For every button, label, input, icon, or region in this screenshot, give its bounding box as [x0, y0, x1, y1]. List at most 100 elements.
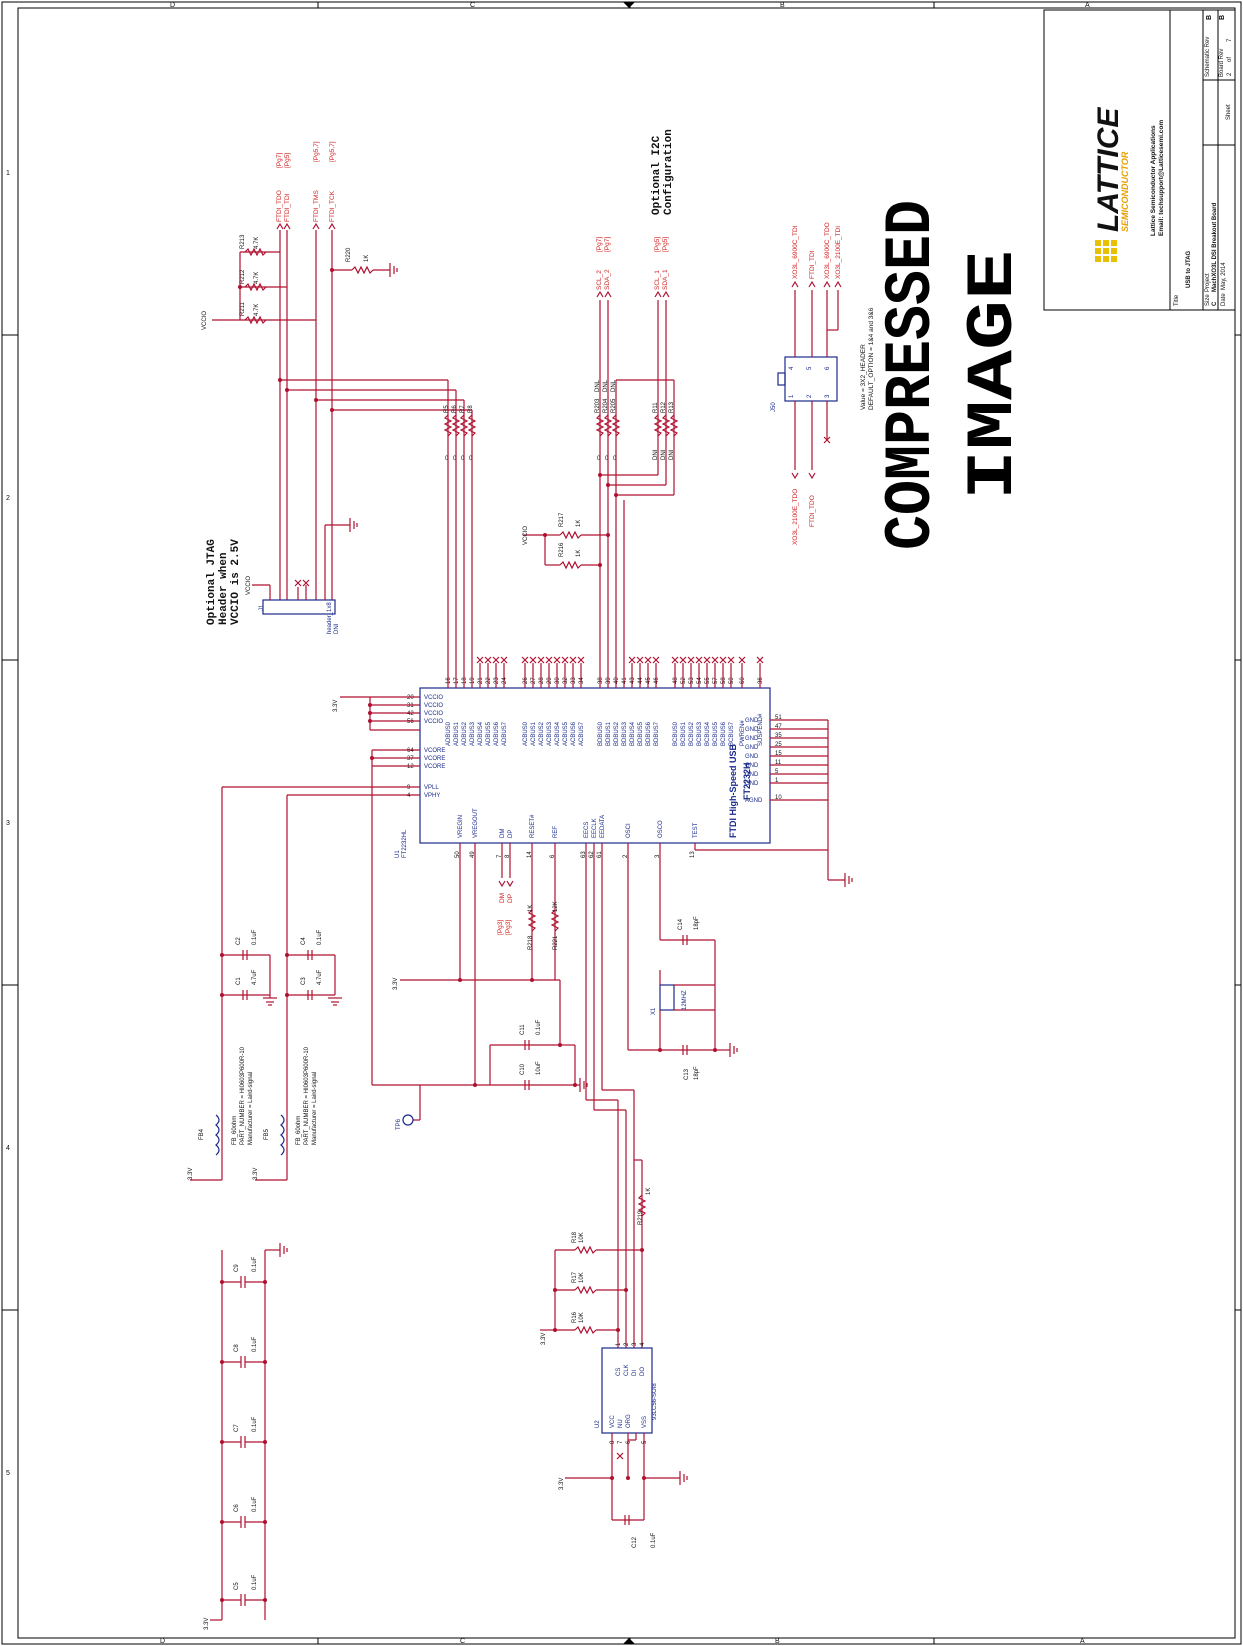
- eeprom-u2: U2 93LC56-SOI8 VCC8NU7ORG6VSS5CS1CLK2DI3…: [540, 1231, 688, 1548]
- pgref-tdo: [Pg7]: [276, 153, 283, 168]
- ic-pin-name: BCBUS3: [697, 721, 703, 746]
- ic-pin-number: 45: [646, 677, 652, 684]
- i2c-note-2: Configuration: [663, 129, 675, 215]
- j50-pin-3: 3: [825, 394, 831, 398]
- pgref-scl1: [Pg5]: [654, 237, 661, 252]
- net-ftdi-tdo-j50: FTDI_TDO: [809, 495, 816, 527]
- ic-pin-number: 50: [455, 851, 461, 858]
- watermark-line-1: COMPRESSED: [874, 200, 949, 550]
- ic-pin-number: 52: [681, 677, 687, 684]
- ic-pin-name: ADBUS2: [462, 721, 468, 746]
- no-connect-x: [561, 656, 569, 664]
- ic-pin-name: ADBUS4: [478, 721, 484, 746]
- no-connect-x: [644, 656, 652, 664]
- r212-value: 4.7K: [254, 272, 260, 284]
- ic-pin-name: GND: [745, 718, 759, 724]
- ic-pin-number: 57: [713, 677, 719, 684]
- no-connect-x: [679, 656, 687, 664]
- ic-pin-number: 61: [597, 851, 603, 858]
- r205-dnl: DNL: [611, 379, 617, 392]
- ic-pin-number: 5: [775, 769, 779, 775]
- u2-pin-name: CS: [616, 1368, 622, 1376]
- ic-pin-name: GND: [745, 781, 759, 787]
- no-connect-x: [476, 656, 484, 664]
- j1-vccio-label: VCCIO: [246, 576, 252, 595]
- j1-dni: DNI: [334, 623, 340, 634]
- c2-ref: C2: [236, 937, 242, 945]
- ic-pin-number: 59: [729, 677, 735, 684]
- ic-pin-name: ACBUS3: [547, 721, 553, 746]
- ic-pin-name: OSCI: [626, 823, 632, 838]
- pgref-tck: [Pg5,7]: [329, 141, 336, 162]
- x1-value: 12MHZ: [682, 990, 688, 1010]
- u2-pullup-33v-label: 3.3V: [541, 1333, 547, 1345]
- no-connect-x: [492, 656, 500, 664]
- logo-subtext: SEMICONDUCTOR: [1120, 151, 1130, 232]
- no-connect-x: [711, 656, 719, 664]
- watermark-line-2: IMAGE: [956, 250, 1031, 500]
- fb4-ref: FB4: [199, 1128, 205, 1140]
- j50-pin-4: 4: [789, 366, 795, 370]
- r220-ref: R220: [346, 247, 352, 262]
- no-connect-x: [537, 656, 545, 664]
- border-zone-side-4: 4: [6, 1145, 10, 1152]
- junction-dot: [220, 1440, 224, 1444]
- r5-ref: R5: [444, 405, 450, 413]
- no-connect-x: [484, 656, 492, 664]
- pgref-dp: [Pg3]: [505, 920, 512, 935]
- no-connect-x: [756, 656, 764, 664]
- company-name: Lattice Semiconductor Applications: [1150, 125, 1157, 236]
- c9-value: 0.1uF: [252, 1256, 258, 1272]
- no-connect-x: [628, 656, 636, 664]
- r204-dnl: DNL: [603, 379, 609, 392]
- r13-ref: R13: [669, 401, 675, 413]
- ic-pin-name: BDBUS2: [614, 721, 620, 746]
- r221-value: 12K: [553, 901, 559, 912]
- ic-pin-number: 36: [758, 677, 764, 684]
- ic-pin-name: DP: [508, 830, 514, 838]
- ic-pin-number: 1: [775, 778, 779, 784]
- ic-pin-number: 3: [655, 854, 661, 858]
- no-connect-x: [553, 656, 561, 664]
- j50-pin-1: 1: [789, 394, 795, 398]
- pgref-dm: [Pg3]: [497, 920, 504, 935]
- r8-ref: R8: [468, 405, 474, 413]
- fb5-manufacturer: Manufacturer = Laird-signal: [312, 1072, 318, 1145]
- ic-pin-number: 7: [497, 854, 503, 858]
- junction-dot: [220, 1520, 224, 1524]
- title-block: LATTICE SEMICONDUCTOR Lattice Semiconduc…: [1043, 9, 1236, 311]
- ic-pin-number: 56: [407, 719, 414, 725]
- pgref-tdi: [Pg5]: [284, 153, 291, 168]
- fb4-value: FB_60ohm: [232, 1116, 238, 1145]
- c11-value: 0.1uF: [536, 1019, 542, 1035]
- u2-pin-number: 3: [632, 1342, 638, 1346]
- no-connect-x: [695, 656, 703, 664]
- net-dp: DP: [507, 894, 514, 903]
- net-scl1: SCL_1: [654, 270, 661, 290]
- resistors-r5-r8: R5 R6 R7 R8 0 0 0 0: [443, 405, 477, 462]
- watermark: COMPRESSED IMAGE: [874, 200, 1031, 550]
- ic-pin-name: ADBUS0: [446, 721, 452, 746]
- ic-pin-name: BDBUS5: [638, 721, 644, 746]
- r212-ref: R212: [240, 269, 246, 284]
- ic-pin-name: BDBUS6: [646, 721, 652, 746]
- r7-ref: R7: [460, 405, 466, 413]
- junction-dot: [220, 1598, 224, 1602]
- ic-pin-number: 6: [550, 854, 556, 858]
- vccio-pullup-label: VCCIO: [202, 311, 208, 330]
- r205-value: 0: [613, 456, 617, 462]
- u2-pin-number: 6: [626, 1440, 632, 1444]
- ic-ref-part: FT2232HL: [402, 829, 408, 858]
- ic-pin-number: 11: [775, 760, 782, 766]
- lattice-logo: LATTICE SEMICONDUCTOR: [1092, 107, 1130, 262]
- r221-ref: R221: [553, 935, 559, 950]
- ic-pin-number: 29: [547, 677, 553, 684]
- r18-ref: R18: [572, 1231, 578, 1243]
- no-connect-x: [545, 656, 553, 664]
- ic-pin-name: ACBUS5: [563, 721, 569, 746]
- u2-ref: U2: [595, 1420, 601, 1428]
- j50-ref: J50: [771, 402, 777, 412]
- u2-part: 93LC56-SOI8: [652, 1383, 658, 1420]
- r204-value: 0: [605, 456, 609, 462]
